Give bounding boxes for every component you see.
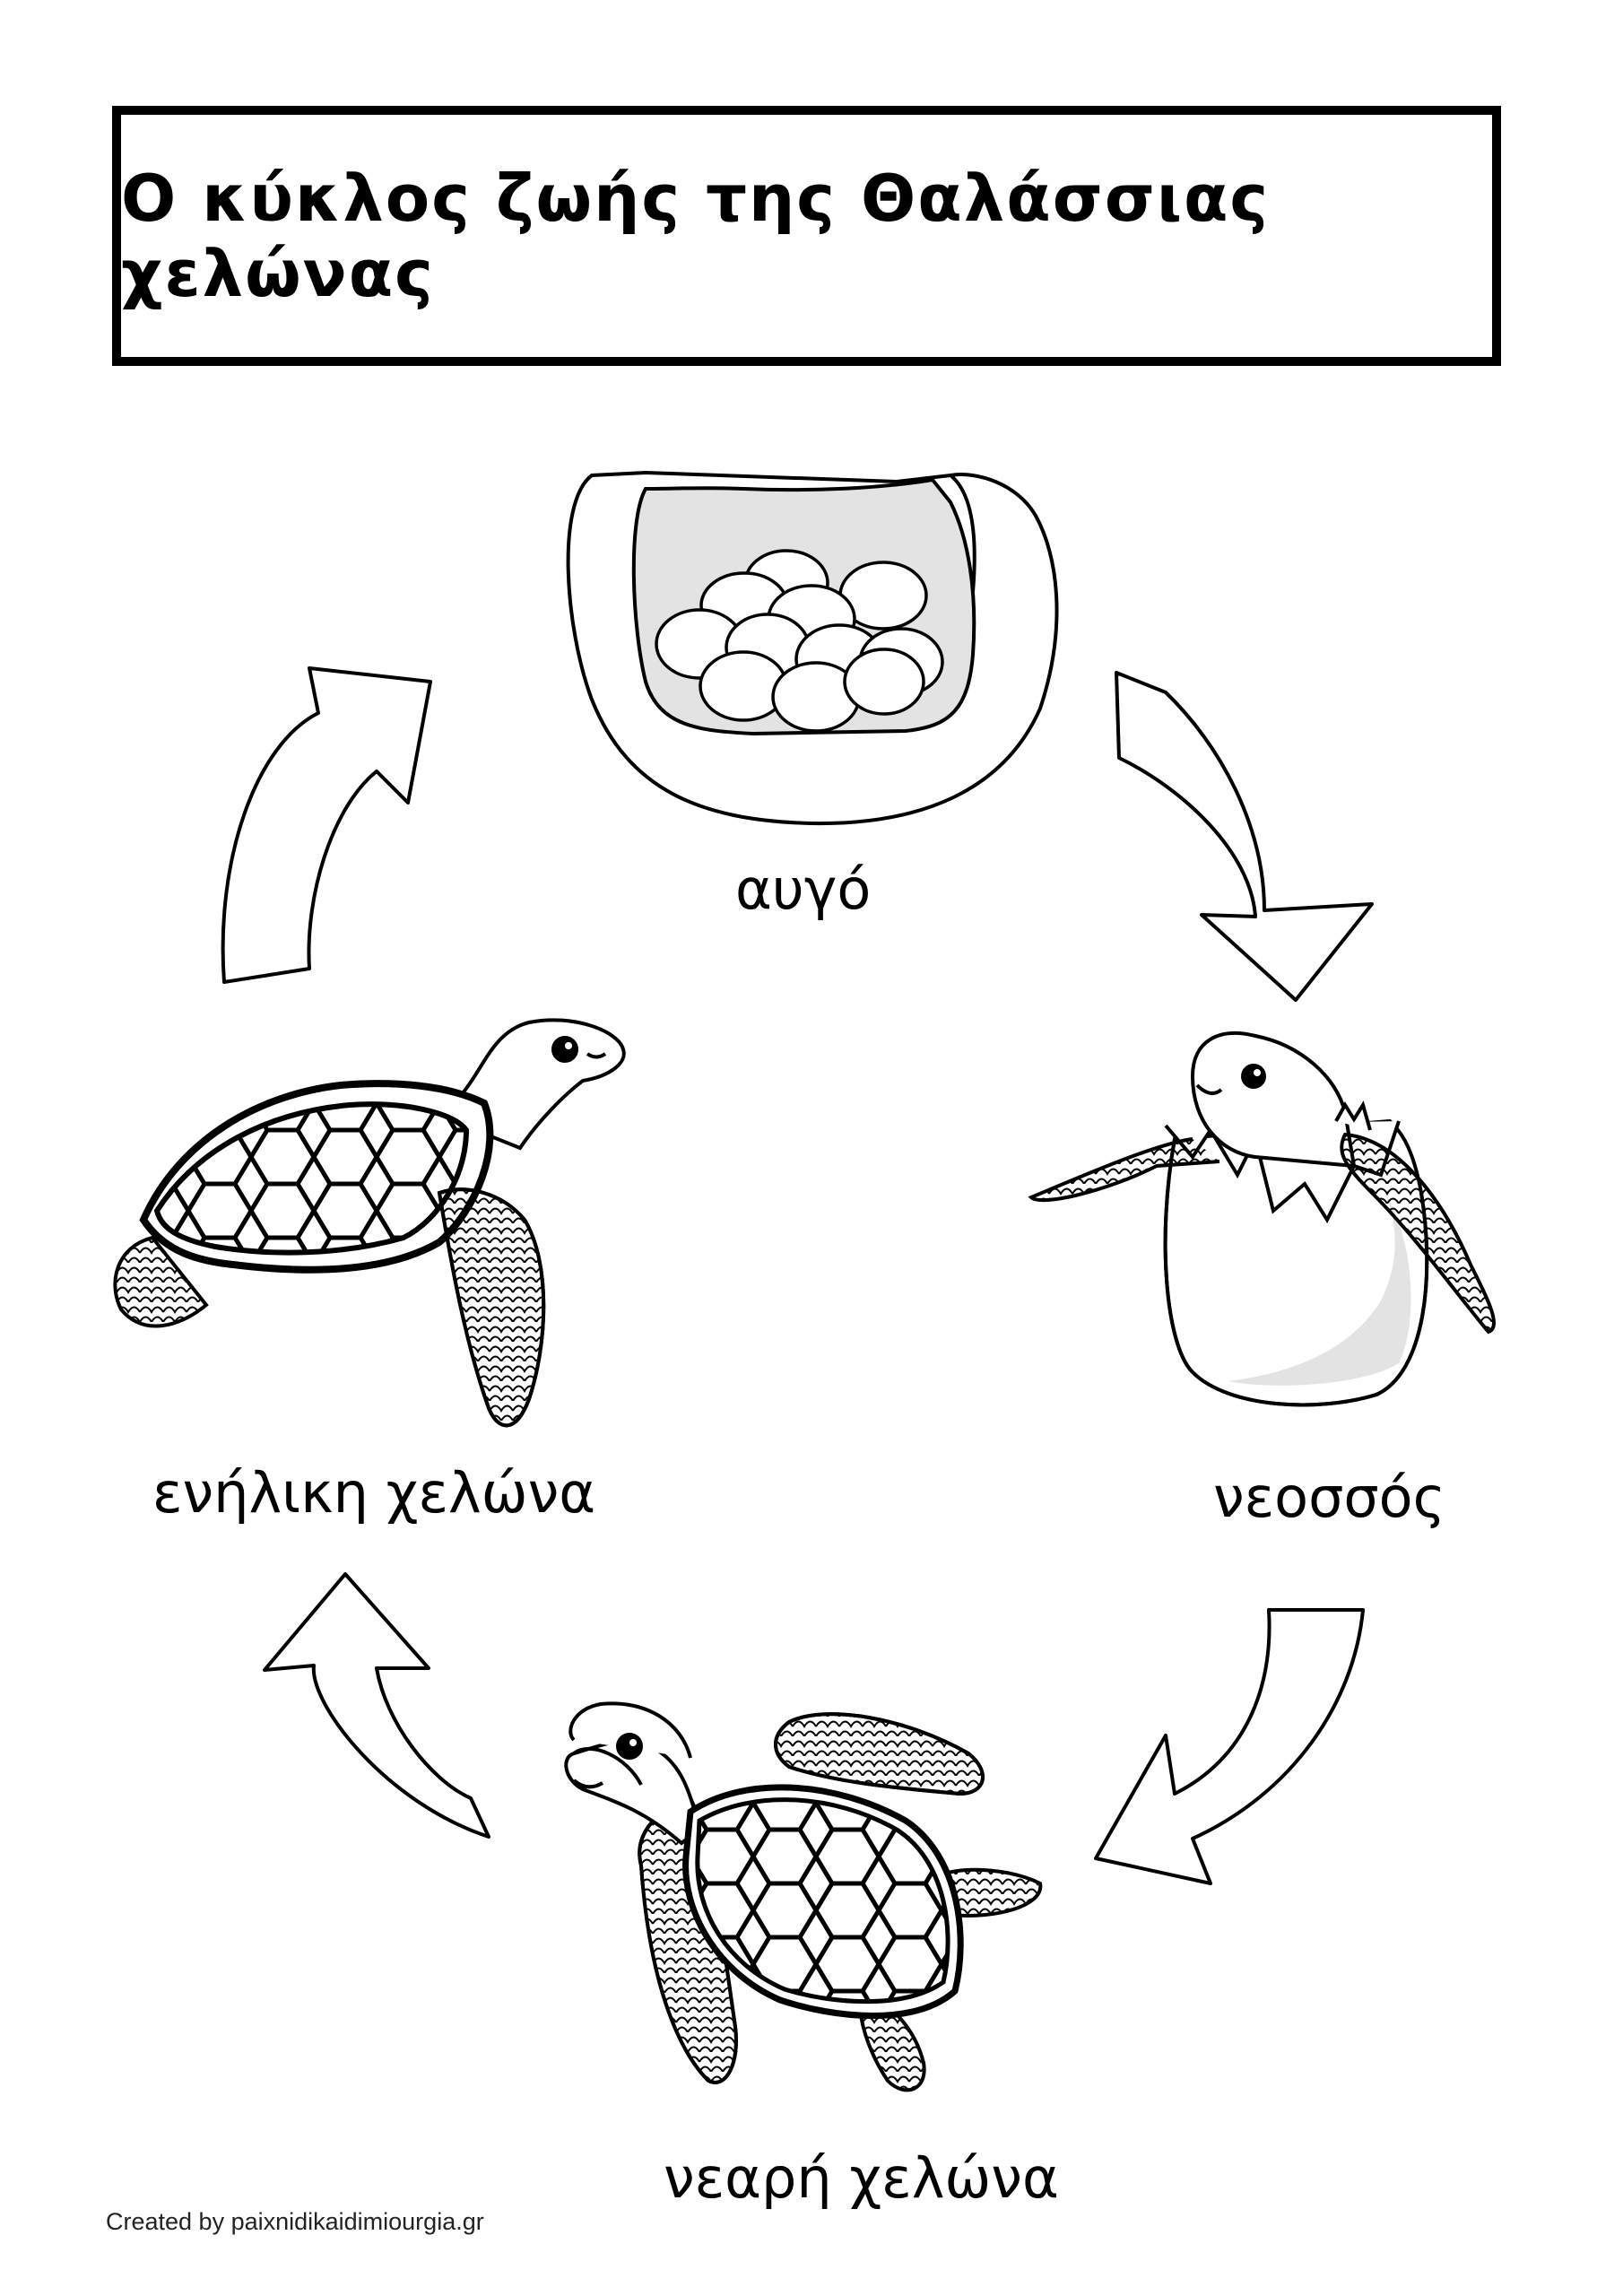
stage-label-hatchling: νεοσσός [1213, 1465, 1445, 1530]
arrow-hatchling-to-juvenile [1094, 1608, 1365, 1885]
stage-label-juvenile: νεαρή χελώνα [664, 2145, 1059, 2211]
arrow-juvenile-to-adult [263, 1572, 490, 1839]
arrow-adult-to-egg [221, 666, 432, 984]
egg-cluster [655, 549, 944, 733]
adult-turtle-illustration [113, 1018, 626, 1428]
title-box: Ο κύκλος ζωής της Θαλάσσιας χελώνας [112, 106, 1501, 366]
arrow-egg-to-hatchling [1115, 671, 1374, 1002]
egg-nest-illustration [566, 470, 1059, 826]
stage-label-egg: αυγό [735, 857, 872, 922]
credit-footer: Created by paixnidikaidimiourgia.gr [106, 2208, 484, 2235]
stage-label-adult: ενήλικη χελώνα [152, 1460, 596, 1526]
hatchling-illustration [1028, 1031, 1497, 1407]
page-title: Ο κύκλος ζωής της Θαλάσσιας χελώνας [121, 161, 1271, 311]
juvenile-turtle-illustration [564, 1701, 1043, 2092]
